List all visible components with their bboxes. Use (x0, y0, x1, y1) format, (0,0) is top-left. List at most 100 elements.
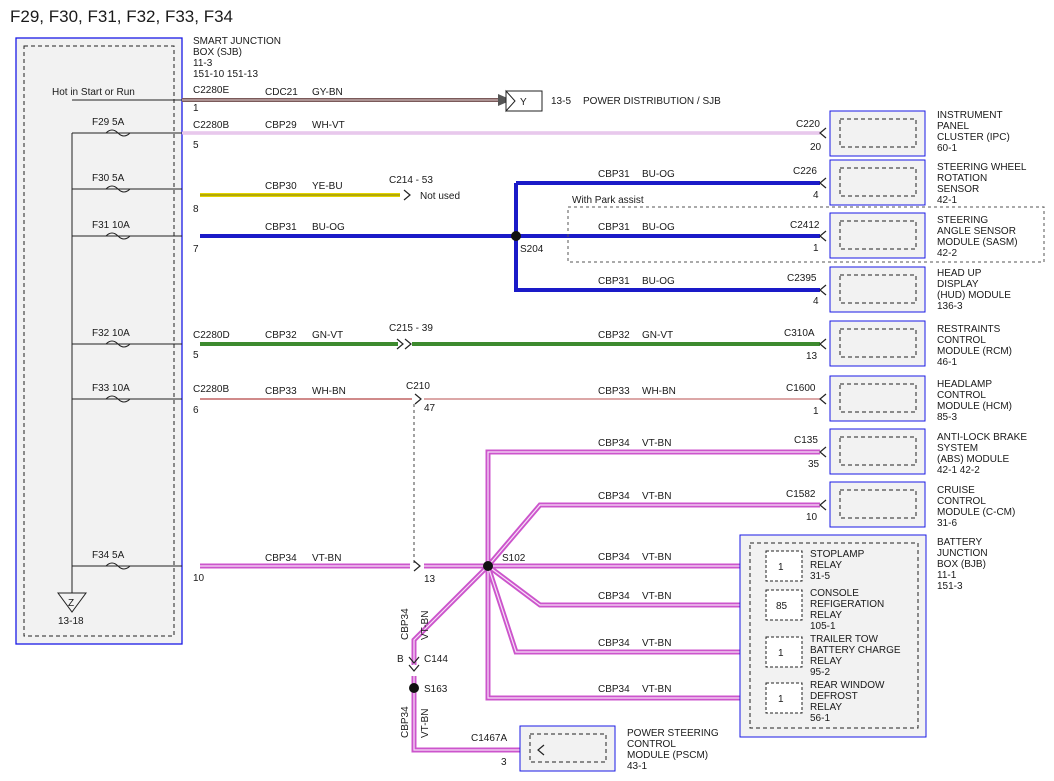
pscm-connector: C1467A (471, 733, 507, 744)
f33-connector: C2280B (193, 384, 229, 395)
hcm-connector: C1600 (786, 383, 816, 394)
lbl-c1582-circuit: CBP34 (598, 491, 630, 502)
sasm-name-1: STEERING (937, 215, 988, 226)
abs-pin: 35 (808, 459, 820, 470)
f33-circuit: CBP33 (265, 386, 297, 397)
hud-name-1: HEAD UP (937, 268, 982, 279)
sjb-name-1: SMART JUNCTION (193, 36, 281, 47)
vert-circuit-2: CBP34 (400, 706, 411, 738)
relay-defrost-pin: 1 (778, 694, 784, 705)
rcm-connector: C310A (784, 328, 815, 339)
lbl-console-color: VT-BN (642, 591, 671, 602)
pscm-pin: 3 (501, 757, 507, 768)
lbl-c2395-circuit: CBP31 (598, 276, 630, 287)
top-connector: C2280E (193, 85, 229, 96)
top-ref: 13-5 (551, 96, 571, 107)
swrs-name-2: ROTATION (937, 173, 987, 184)
f32-pin: 5 (193, 350, 199, 361)
wire-cbp31: 7 CBP31 BU-OG S204 With Park assist (193, 181, 1045, 292)
fuse-label-f30: F30 5A (92, 173, 125, 184)
c215-label: C215 - 39 (389, 323, 433, 334)
lbl-c2395-color: BU-OG (642, 276, 675, 287)
f34-color-near: VT-BN (312, 553, 341, 564)
pscm-ref: 43-1 (627, 761, 647, 772)
hcm-name-3: MODULE (HCM) (937, 401, 1012, 412)
vert-color-1: VT-BN (420, 611, 431, 640)
lbl-c2412-color: BU-OG (642, 222, 675, 233)
lbl-trailer-circuit: CBP34 (598, 638, 630, 649)
hud-connector: C2395 (787, 273, 817, 284)
hot-label: Hot in Start or Run (52, 87, 135, 98)
sasm-name-3: MODULE (SASM) (937, 237, 1018, 248)
f34-circuit-near: CBP34 (265, 553, 297, 564)
bjb-name-2: JUNCTION (937, 548, 988, 559)
abs-connector: C135 (794, 435, 818, 446)
s204-label: S204 (520, 244, 544, 255)
fuse-f33: F33 10A (72, 383, 182, 403)
f32-circuit: CBP32 (265, 330, 297, 341)
hcm-pin: 1 (813, 406, 819, 417)
lbl-c1582-color: VT-BN (642, 491, 671, 502)
relay-trailer-name-2: BATTERY CHARGE (810, 645, 901, 656)
relay-stoplamp-name-2: RELAY (810, 560, 842, 571)
rcm-name-2: CONTROL (937, 335, 986, 346)
f30-color: YE-BU (312, 181, 343, 192)
f29-color: WH-VT (312, 120, 345, 131)
fuse-label-f32: F32 10A (92, 328, 130, 339)
relay-defrost-ref: 56-1 (810, 713, 830, 724)
wire-cbp34 (200, 449, 820, 753)
hcm-name-1: HEADLAMP (937, 379, 992, 390)
c210-label: C210 (406, 381, 430, 392)
pscm-name-2: CONTROL (627, 739, 676, 750)
relay-trailer-ref: 95-2 (810, 667, 830, 678)
sjb-box (15, 37, 183, 645)
top-pin: 1 (193, 103, 199, 114)
ccm-name-3: MODULE (C-CM) (937, 507, 1015, 518)
swrs-name-1: STEERING WHEEL (937, 162, 1027, 173)
c210-pin: 47 (424, 403, 436, 414)
swrs-pin: 4 (813, 190, 819, 201)
rcm-name-1: RESTRAINTS (937, 324, 1001, 335)
f34-pin: 10 (193, 573, 205, 584)
lbl-c1600-circuit: CBP33 (598, 386, 630, 397)
abs-ref: 42-1 42-2 (937, 465, 980, 476)
pscm-name-3: MODULE (PSCM) (627, 750, 708, 761)
relay-console-name-1: CONSOLE (810, 588, 859, 599)
c214-label: C214 - 53 (389, 175, 433, 186)
park-assist-box (567, 206, 1045, 263)
wire-cbp33: C2280B 6 CBP33 WH-BN C210 47 (193, 381, 820, 564)
rcm-pin: 13 (806, 351, 818, 362)
bjb-name-1: BATTERY (937, 537, 983, 548)
abs-name-1: ANTI-LOCK BRAKE (937, 432, 1027, 443)
fuse-label-f34: F34 5A (92, 550, 125, 561)
lbl-c2412-circuit: CBP31 (598, 222, 630, 233)
s163-label: S163 (424, 684, 448, 695)
f33-pin: 6 (193, 405, 199, 416)
lbl-defrost-circuit: CBP34 (598, 684, 630, 695)
ccm-name-1: CRUISE (937, 485, 975, 496)
ipc-name-2: PANEL (937, 121, 969, 132)
lbl-c226-color: BU-OG (642, 169, 675, 180)
bjb-box: BATTERY JUNCTION BOX (BJB) 11-1 151-3 1 … (739, 534, 988, 738)
f31-pin: 7 (193, 244, 199, 255)
ipc-name-3: CLUSTER (IPC) (937, 132, 1010, 143)
sasm-pin: 1 (813, 243, 819, 254)
f32-color: GN-VT (312, 330, 343, 341)
hud-name-3: (HUD) MODULE (937, 290, 1011, 301)
relay-defrost-name-3: RELAY (810, 702, 842, 713)
hud-name-2: DISPLAY (937, 279, 979, 290)
relay-defrost-name-2: DEFROST (810, 691, 858, 702)
s102-label: S102 (502, 553, 526, 564)
ground-letter: Z (68, 598, 74, 609)
hcm-ref: 85-3 (937, 412, 957, 423)
top-circuit: CDC21 (265, 87, 298, 98)
pscm-box: C1467A 3 POWER STEERING CONTROL MODULE (… (471, 725, 719, 772)
not-used-label: Not used (420, 191, 460, 202)
lbl-stoplamp-circuit: CBP34 (598, 552, 630, 563)
f33-color: WH-BN (312, 386, 346, 397)
ccm-connector: C1582 (786, 489, 816, 500)
lbl-c310a-circuit: CBP32 (598, 330, 630, 341)
top-color: GY-BN (312, 87, 343, 98)
ipc-ref: 60-1 (937, 143, 957, 154)
